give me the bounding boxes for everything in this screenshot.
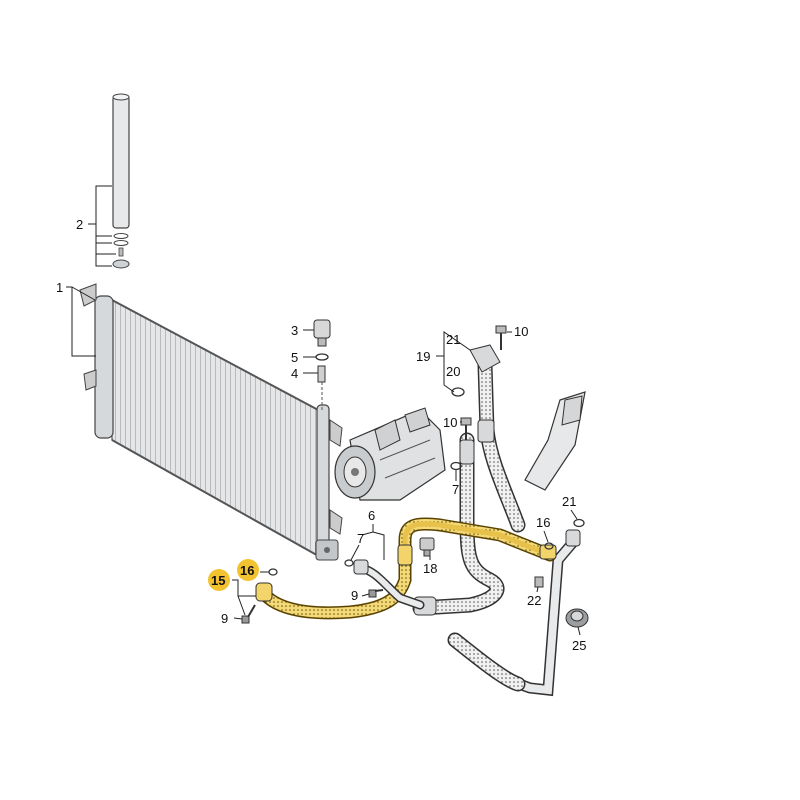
screw-22 xyxy=(534,576,544,588)
label-21-top: 21 xyxy=(446,332,460,347)
label-20: 20 xyxy=(446,364,460,379)
o-ring-7-left xyxy=(344,559,354,567)
label-4: 4 xyxy=(291,366,298,381)
label-5: 5 xyxy=(291,350,298,365)
o-ring-5 xyxy=(315,353,329,361)
bolt-9-mid xyxy=(368,589,384,598)
label-7-right: 7 xyxy=(452,482,459,497)
part-labels: 1 2 3 5 4 21 19 20 10 10 7 6 7 9 18 16 2… xyxy=(56,217,586,653)
high-pressure-hose xyxy=(469,344,526,533)
label-2: 2 xyxy=(76,217,83,232)
label-18: 18 xyxy=(423,561,437,576)
suction-hose xyxy=(412,432,505,616)
o-ring-16-right xyxy=(544,542,554,550)
o-ring-7-right xyxy=(450,461,462,471)
cap-25 xyxy=(565,608,589,628)
label-22: 22 xyxy=(527,593,541,608)
body-duct xyxy=(524,391,586,491)
label-1: 1 xyxy=(56,280,63,295)
badge-15 xyxy=(208,569,230,591)
pipe-6 xyxy=(353,559,425,610)
label-19: 19 xyxy=(416,349,430,364)
ac-compressor xyxy=(334,407,446,501)
leader-lines xyxy=(66,185,581,636)
return-pipe xyxy=(447,529,581,697)
bolt-10-top xyxy=(495,325,507,350)
label-15: 15 xyxy=(211,573,225,588)
label-16-right: 16 xyxy=(536,515,550,530)
label-25: 25 xyxy=(572,638,586,653)
label-6: 6 xyxy=(368,508,375,523)
label-10-mid: 10 xyxy=(443,415,457,430)
dryer-cartridge xyxy=(112,93,130,269)
label-16-left: 16 xyxy=(240,563,254,578)
label-7-left: 7 xyxy=(357,531,364,546)
o-ring-20 xyxy=(451,387,465,397)
label-10-top: 10 xyxy=(514,324,528,339)
valve-18 xyxy=(419,537,435,557)
valve-4 xyxy=(317,365,326,410)
condenser xyxy=(79,283,343,561)
label-9-mid: 9 xyxy=(351,588,358,603)
pressure-sensor xyxy=(313,319,331,347)
bolt-9-left xyxy=(241,604,256,624)
label-3: 3 xyxy=(291,323,298,338)
o-ring-16-left xyxy=(268,568,278,576)
badge-16 xyxy=(237,559,259,581)
label-9-left: 9 xyxy=(221,611,228,626)
o-ring-21-right xyxy=(573,518,585,528)
label-21-right: 21 xyxy=(562,494,576,509)
